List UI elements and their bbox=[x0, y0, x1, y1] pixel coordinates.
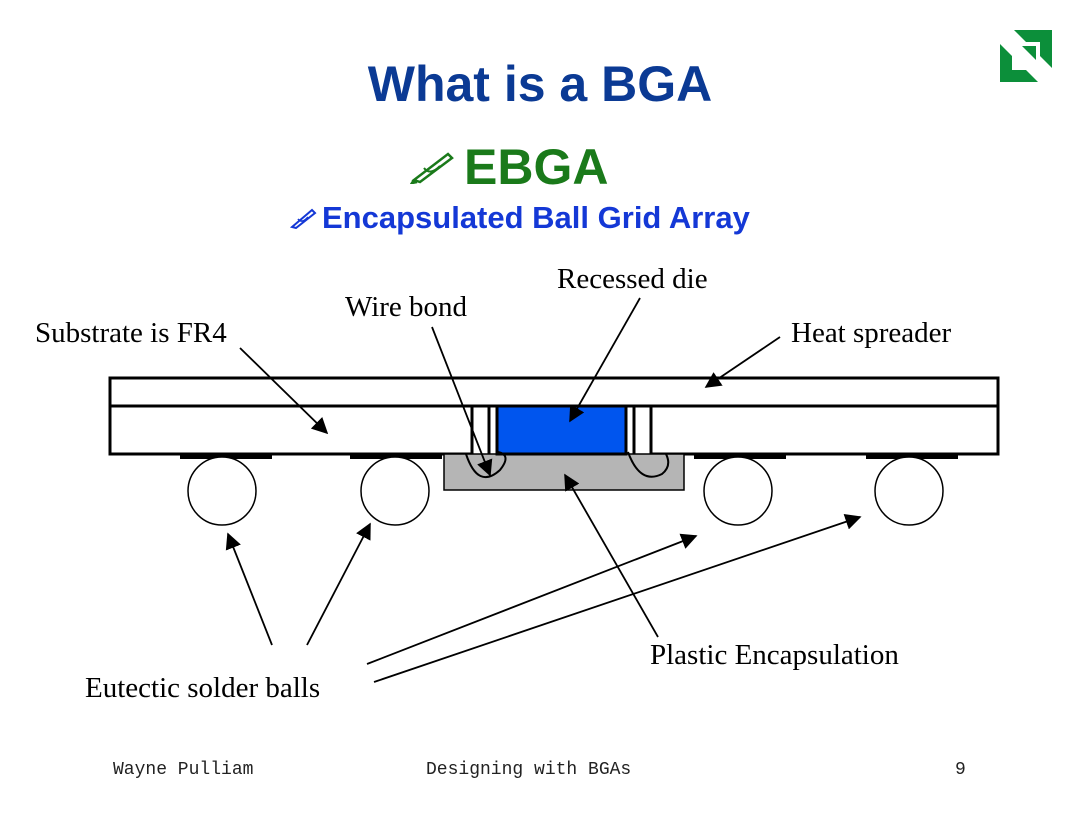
solder-ball bbox=[874, 456, 944, 526]
arrow-wire-bond bbox=[431, 326, 493, 477]
footer-author: Wayne Pulliam bbox=[113, 760, 254, 780]
arrow-plastic-encapsulation bbox=[564, 473, 659, 638]
label-plastic-encapsulation: Plastic Encapsulation bbox=[650, 639, 899, 671]
label-substrate: Substrate is FR4 bbox=[35, 317, 227, 349]
solder-ball bbox=[187, 456, 257, 526]
arrow-recessed-die bbox=[569, 297, 641, 423]
wire-bond-right bbox=[627, 451, 670, 478]
pen-bullet-icon bbox=[410, 152, 454, 184]
arrow-solder-ball-2 bbox=[306, 522, 371, 646]
recessed-die bbox=[495, 404, 628, 456]
label-heat-spreader: Heat spreader bbox=[791, 317, 952, 349]
arrow-substrate bbox=[239, 347, 329, 435]
substrate-right bbox=[649, 404, 1000, 456]
heat-spreader bbox=[108, 376, 1000, 408]
subtitle-encapsulated: Encapsulated Ball Grid Array bbox=[322, 200, 750, 235]
label-wire-bond: Wire bond bbox=[345, 291, 468, 323]
subtitle2-row: Encapsulated Ball Grid Array bbox=[290, 200, 750, 236]
wire-bond-left bbox=[465, 451, 507, 479]
footer-course: Designing with BGAs bbox=[426, 760, 632, 780]
arrow-solder-ball-4 bbox=[373, 514, 862, 683]
subtitle-row: EBGA bbox=[410, 138, 608, 196]
plastic-encapsulation bbox=[443, 453, 685, 491]
solder-ball bbox=[703, 456, 773, 526]
subtitle-ebga: EBGA bbox=[464, 139, 609, 195]
arrow-solder-ball-1 bbox=[225, 532, 273, 646]
amd-logo-icon bbox=[1000, 30, 1052, 82]
arrow-heat-spreader bbox=[704, 336, 781, 388]
label-solder-balls: Eutectic solder balls bbox=[85, 672, 320, 704]
label-recessed-die: Recessed die bbox=[557, 263, 708, 295]
pen-bullet-icon bbox=[290, 208, 317, 229]
arrow-solder-ball-3 bbox=[366, 533, 698, 665]
solder-ball bbox=[360, 456, 430, 526]
slide-title: What is a BGA bbox=[367, 56, 713, 112]
footer-page-number: 9 bbox=[955, 760, 966, 780]
substrate-left bbox=[108, 404, 474, 456]
